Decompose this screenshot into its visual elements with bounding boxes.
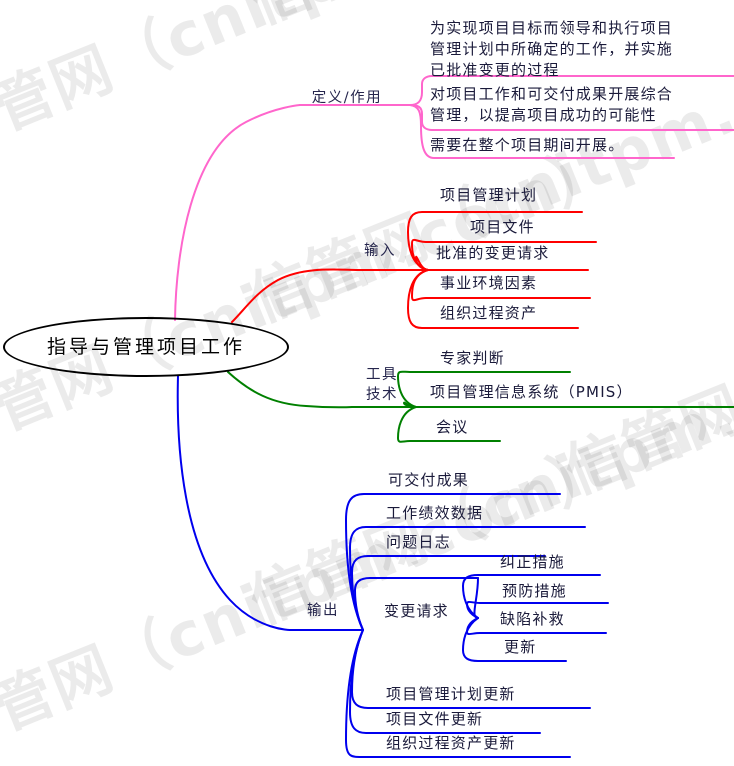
node-tools-0[interactable]: 专家判断 (440, 349, 505, 367)
node-outputs-4[interactable]: 项目管理计划更新 (386, 685, 516, 703)
node-inputs-4[interactable]: 组织过程资产 (440, 304, 538, 322)
branch-label-inputs[interactable]: 输入 (364, 243, 396, 259)
branch-label-tools[interactable]: 工具 技术 (366, 367, 398, 403)
node-change-request-1[interactable]: 预防措施 (502, 582, 567, 600)
node-definition-0[interactable]: 为实现项目目标而领导和执行项目 管理计划中所确定的工作，并实施 已批准变更的过程 (430, 19, 674, 79)
node-tools-2[interactable]: 会议 (436, 418, 469, 436)
node-tools-1[interactable]: 项目管理信息系统（PMIS） (430, 383, 633, 401)
node-definition-1[interactable]: 对项目工作和可交付成果开展综合 管理，以提高项目成功的可能性 (430, 85, 674, 124)
node-inputs-0[interactable]: 项目管理计划 (440, 186, 538, 204)
center-node[interactable]: 指导与管理项目工作 (3, 317, 289, 377)
node-outputs-6[interactable]: 组织过程资产更新 (386, 734, 516, 752)
center-node-label: 指导与管理项目工作 (46, 335, 245, 358)
node-inputs-1[interactable]: 项目文件 (470, 218, 535, 236)
node-change-request-2[interactable]: 缺陷补救 (500, 610, 565, 628)
node-inputs-3[interactable]: 事业环境因素 (440, 274, 538, 292)
node-outputs-1[interactable]: 工作绩效数据 (386, 504, 484, 522)
node-change-request-3[interactable]: 更新 (504, 638, 537, 656)
node-outputs-3[interactable]: 变更请求 (384, 602, 449, 620)
branch-label-outputs[interactable]: 输出 (307, 603, 339, 619)
branch-label-definition[interactable]: 定义/作用 (311, 90, 383, 106)
node-definition-2[interactable]: 需要在整个项目期间开展。 (430, 136, 625, 154)
node-outputs-0[interactable]: 可交付成果 (388, 471, 470, 489)
node-change-request-0[interactable]: 纠正措施 (500, 553, 565, 571)
node-inputs-2[interactable]: 批准的变更请求 (436, 244, 550, 262)
node-outputs-5[interactable]: 项目文件更新 (386, 710, 484, 728)
node-outputs-2[interactable]: 问题日志 (386, 533, 451, 551)
